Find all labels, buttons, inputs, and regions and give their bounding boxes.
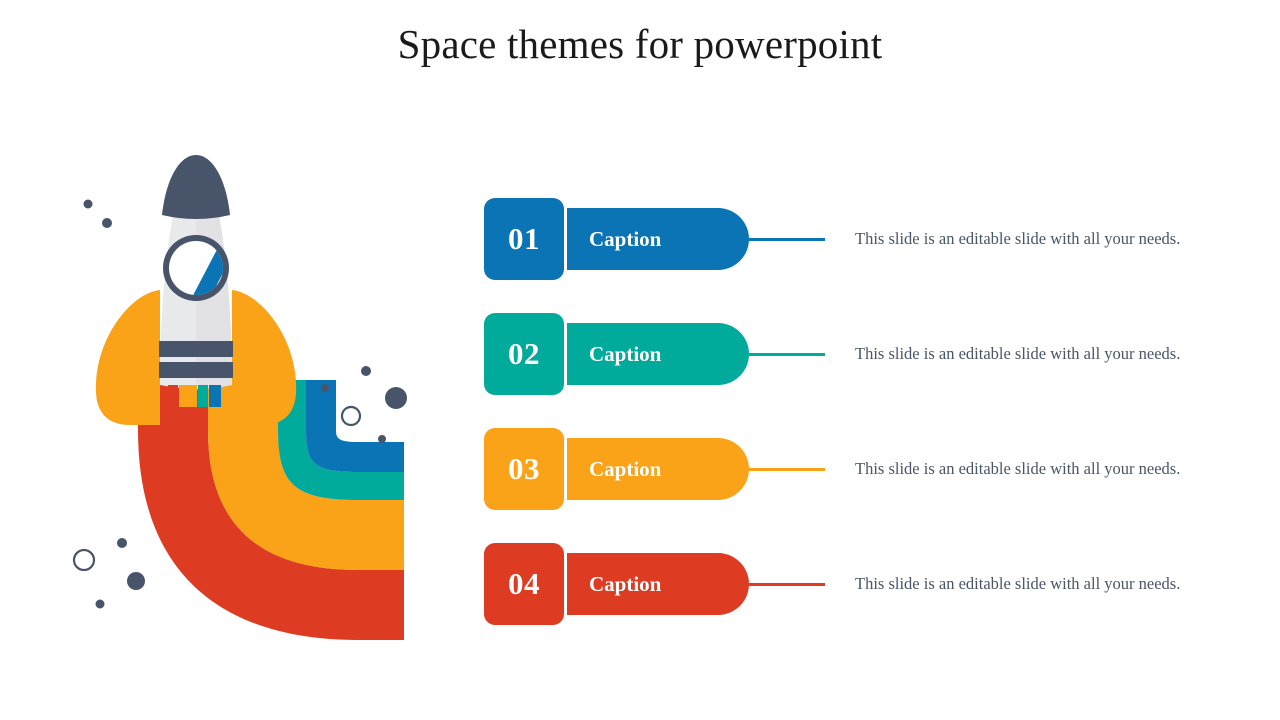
caption-list: 01 Caption This slide is an editable sli…: [484, 198, 1224, 628]
star-dot: [378, 435, 386, 443]
list-item[interactable]: 01 Caption This slide is an editable sli…: [484, 198, 1224, 280]
item-caption-pill[interactable]: Caption: [567, 208, 749, 270]
rocket-exhaust-stripes: [168, 385, 221, 407]
trail-band-blue: [306, 380, 404, 472]
star-dot: [385, 387, 407, 409]
item-number-label: 02: [508, 336, 540, 371]
rocket-fin-right: [232, 290, 297, 425]
list-item[interactable]: 03 Caption This slide is an editable sli…: [484, 428, 1224, 510]
star-ring: [340, 405, 362, 427]
item-caption-pill[interactable]: Caption: [567, 323, 749, 385]
star-dots-group: [72, 199, 407, 609]
rocket-nose-cone: [162, 155, 230, 219]
item-number-label: 04: [508, 566, 540, 601]
item-caption-label: Caption: [589, 341, 662, 366]
item-caption-pill[interactable]: Caption: [567, 438, 749, 500]
item-connector-line: [749, 352, 825, 356]
star-dot: [83, 199, 93, 209]
item-number-badge[interactable]: 03: [484, 428, 564, 510]
porthole-streak-icon: [188, 241, 223, 295]
item-description: This slide is an editable slide with all…: [855, 573, 1181, 593]
star-ring: [72, 548, 96, 572]
item-number-badge[interactable]: 01: [484, 198, 564, 280]
rocket-illustration: [40, 130, 440, 690]
item-number-badge[interactable]: 04: [484, 543, 564, 625]
trail-band-red: [138, 380, 404, 640]
item-number-label: 01: [508, 221, 540, 256]
star-dot: [117, 538, 127, 548]
trail-band-orange: [208, 380, 404, 570]
item-connector-line: [749, 467, 825, 471]
item-caption-label: Caption: [589, 571, 662, 596]
list-item[interactable]: 04 Caption This slide is an editable sli…: [484, 543, 1224, 625]
item-caption-label: Caption: [589, 226, 662, 251]
item-number-badge[interactable]: 02: [484, 313, 564, 395]
rocket-illustration-svg: [72, 155, 407, 640]
rocket-body-group: [95, 155, 297, 425]
star-dot: [361, 366, 371, 376]
rocket-porthole: [163, 235, 229, 301]
item-caption-label: Caption: [589, 456, 662, 481]
star-dot: [127, 572, 145, 590]
item-caption-pill[interactable]: Caption: [567, 553, 749, 615]
star-dot: [102, 218, 112, 228]
list-item[interactable]: 02 Caption This slide is an editable sli…: [484, 313, 1224, 395]
item-description: This slide is an editable slide with all…: [855, 343, 1181, 363]
star-dot: [321, 384, 329, 392]
item-description: This slide is an editable slide with all…: [855, 458, 1181, 478]
rocket-fin-left: [95, 290, 160, 425]
item-connector-line: [749, 582, 825, 586]
page-title: Space themes for powerpoint: [397, 21, 883, 67]
rainbow-trail: [138, 380, 404, 640]
item-description: This slide is an editable slide with all…: [855, 228, 1181, 248]
item-connector-line: [749, 237, 825, 241]
rocket-stripe-upper: [159, 341, 233, 357]
trail-band-teal: [278, 380, 404, 500]
star-dot: [95, 599, 105, 609]
item-number-label: 03: [508, 451, 540, 486]
rocket-stripe-lower: [159, 362, 233, 378]
